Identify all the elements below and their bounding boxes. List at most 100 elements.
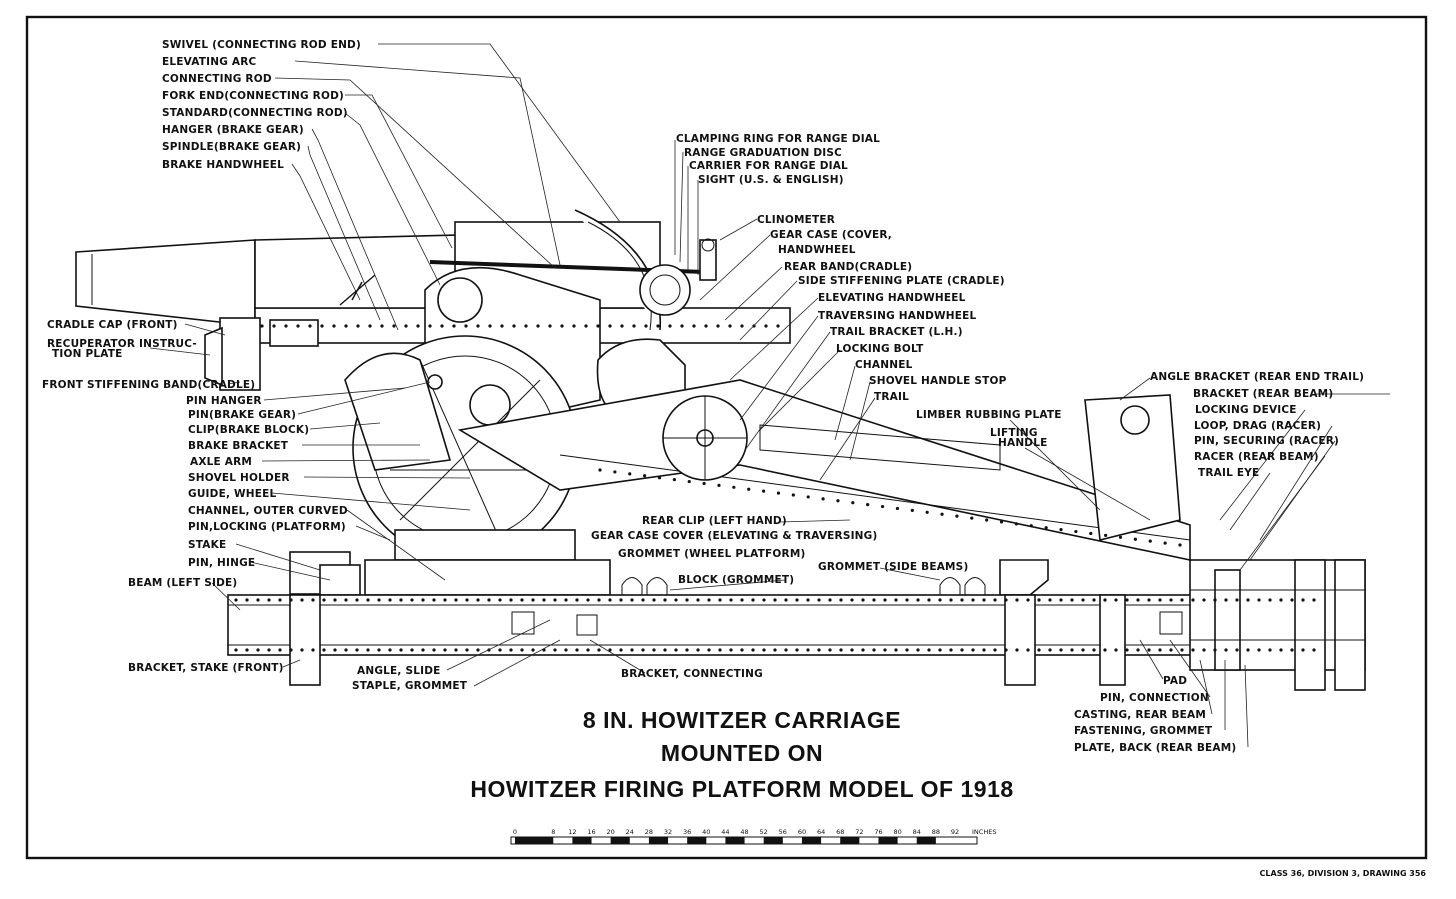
rivet [630,648,634,652]
rivet [761,489,766,493]
rivet [1148,539,1152,543]
rivet [234,598,238,602]
label-angle-slide: ANGLE, SLIDE [357,665,441,677]
label-sight: SIGHT (U.S. & ENGLISH) [698,174,844,186]
scale-segment [572,837,592,844]
label-cradle-cap: CRADLE CAP (FRONT) [47,319,178,331]
rivet [300,648,304,652]
rivet [1092,598,1096,602]
title-line-2: MOUNTED ON [661,740,823,766]
label-clamping-ring: CLAMPING RING FOR RANGE DIAL [676,133,880,145]
rivet [1059,598,1063,602]
rivet [356,324,360,328]
rivet [839,648,843,652]
rivet [388,598,392,602]
rivet [732,485,736,489]
rivet [776,491,781,495]
label-pin-connection: PIN, CONNECTION [1100,692,1209,704]
label-lifting-2: HANDLE [998,437,1047,449]
rivet [1037,648,1041,652]
rivet [1235,598,1239,602]
rivet [256,598,260,602]
rivet [680,324,684,328]
rivet [652,648,656,652]
rivet [531,648,535,652]
rivet [883,648,887,652]
rivet [1268,598,1272,602]
rivet [1202,648,1206,652]
scale-tick-label: 20 [607,828,615,836]
rivet [596,324,600,328]
leader-lines [149,43,1390,748]
rivet [1279,648,1283,652]
scale-segment [610,837,630,844]
rivet [784,648,788,652]
rivet [630,598,634,602]
scale-unit: INCHES [972,828,996,836]
label-stake: STAKE [188,539,226,551]
rivet [910,508,914,512]
rivet [1180,648,1184,652]
rivet [828,648,832,652]
label-grommet-side: GROMMET (SIDE BEAMS) [818,561,968,573]
rivet [1070,648,1074,652]
rivet [836,499,840,503]
rivet [520,598,524,602]
rivet [1114,648,1118,652]
drawing-number: CLASS 36, DIVISION 3, DRAWING 356 [1260,869,1427,878]
rivet [652,598,656,602]
rivet [1092,648,1096,652]
scale-tick-label: 44 [721,828,729,836]
label-pin-brake: PIN(BRAKE GEAR) [188,409,296,421]
rivet [1158,598,1162,602]
rivet [536,324,540,328]
rivet [740,598,744,602]
scale-tick-label: 0 [513,828,517,836]
rivet [949,648,953,652]
rivet [289,598,293,602]
rivet [806,598,810,602]
rivet [278,648,282,652]
rivet [1081,598,1085,602]
label-channel-outer: CHANNEL, OUTER CURVED [188,505,348,517]
rivet [872,598,876,602]
rivet [278,598,282,602]
rivet [1070,598,1074,602]
rivet [817,648,821,652]
rivet [452,324,456,328]
rivet [1224,648,1228,652]
label-fastening: FASTENING, GROMMET [1074,725,1213,737]
rivet [564,598,568,602]
rivet [692,324,696,328]
rivet [586,598,590,602]
rivet [613,470,617,474]
scale-tick-label: 80 [893,828,901,836]
scale-tick-label: 84 [913,828,921,836]
rivet [773,598,777,602]
rivet [1290,648,1294,652]
label-front-band: FRONT STIFFENING BAND(CRADLE) [42,379,255,391]
label-fork-end: FORK END(CONNECTING ROD) [162,90,344,102]
rivet [828,598,832,602]
rivet [993,648,997,652]
label-staple-grommet: STAPLE, GROMMET [352,680,468,692]
scale-tick-label: 60 [798,828,806,836]
rivet [465,648,469,652]
rivet [707,648,711,652]
rivet [404,324,408,328]
rivet [663,598,667,602]
rivet [632,324,636,328]
rivet [443,648,447,652]
rivet [1136,598,1140,602]
rivet [971,648,975,652]
rivet [572,324,576,328]
rivet [1104,533,1108,537]
rivet [366,598,370,602]
rivet [296,324,300,328]
label-brake-bracket: BRAKE BRACKET [188,440,289,452]
rivet [970,516,974,520]
title-line-3: HOWITZER FIRING PLATFORM MODEL OF 1918 [470,776,1013,802]
label-channel: CHANNEL [855,359,913,371]
scale-tick-label: 92 [951,828,959,836]
